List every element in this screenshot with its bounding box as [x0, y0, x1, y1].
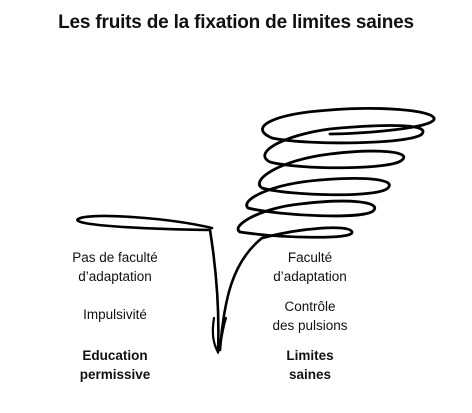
label-healthy-limits-line1: Limites — [286, 348, 334, 363]
label-healthy-limits: Limites saines — [240, 346, 380, 384]
label-adaptation-line2: d’adaptation — [273, 269, 347, 284]
label-healthy-limits-line2: saines — [288, 367, 332, 382]
label-permissive-education: Education permissive — [45, 346, 185, 384]
diagram-title: Les fruits de la fixation de limites sai… — [58, 12, 414, 33]
right-spiral — [236, 107, 436, 240]
right-branch — [218, 236, 264, 352]
label-impulse-control-line1: Contrôle — [284, 299, 336, 314]
label-no-adaptation-line1: Pas de faculté — [72, 250, 158, 265]
label-impulse-control-line2: des pulsions — [272, 318, 348, 333]
label-permissive-education-line1: Education — [82, 348, 148, 363]
label-impulsivity: Impulsivité — [83, 307, 147, 322]
left-branch — [208, 228, 220, 354]
label-adaptation: Faculté d’adaptation — [240, 248, 380, 286]
label-permissive-education-line2: permissive — [79, 367, 151, 382]
label-no-adaptation: Pas de faculté d’adaptation — [45, 248, 185, 286]
label-adaptation-line1: Faculté — [287, 250, 333, 265]
left-flat-loop — [76, 214, 214, 232]
label-no-adaptation-line2: d’adaptation — [78, 269, 152, 284]
label-impulse-control: Contrôle des pulsions — [240, 297, 380, 335]
